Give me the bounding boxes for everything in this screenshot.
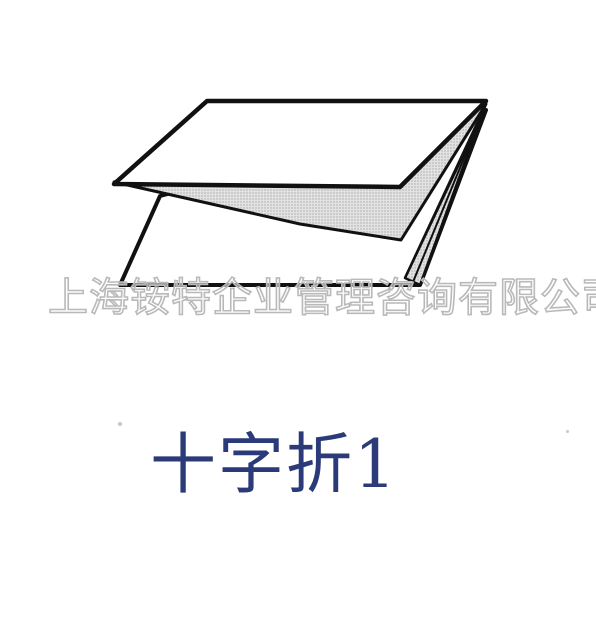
- fold-type-caption: 十字折1: [150, 426, 398, 503]
- dust-speck: [118, 422, 122, 426]
- dust-speck: [566, 430, 569, 433]
- top-sheet: [111, 98, 489, 190]
- fold-edge-line: [412, 111, 484, 283]
- fold-edge-line: [403, 103, 488, 279]
